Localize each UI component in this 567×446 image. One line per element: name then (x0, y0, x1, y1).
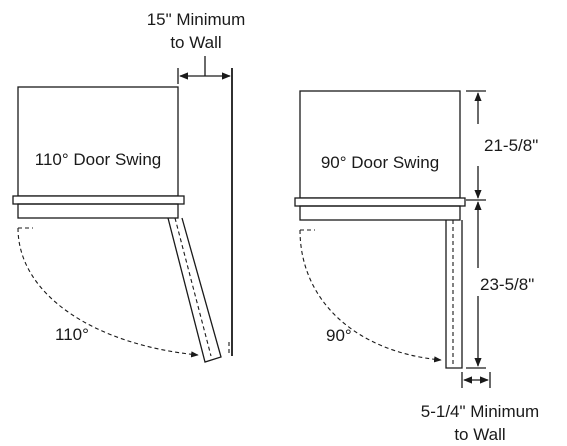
cabinet-depth-label: 21-5/8" (484, 136, 538, 155)
right-clearance-line-1: 5-1/4" Minimum (421, 402, 539, 421)
right-unit-label: 90° Door Swing (321, 153, 439, 172)
right-unit: 90° Door Swing 21-5/8" 23-5/8" 5-1/4" Mi… (294, 90, 539, 444)
right-angle-label: 90° (326, 326, 352, 345)
right-clearance-line-2: to Wall (454, 425, 505, 444)
left-door-open (167, 217, 222, 363)
left-clearance-line-2: to Wall (170, 33, 221, 52)
left-clearance-line-1: 15" Minimum (147, 10, 246, 29)
right-door-closed (299, 205, 461, 221)
right-door-trim (294, 197, 466, 207)
right-door-open (445, 220, 463, 369)
left-unit-label: 110° Door Swing (35, 150, 162, 169)
left-angle-label: 110° (55, 325, 89, 344)
left-cabinet-body (17, 86, 179, 197)
left-door-trim (12, 195, 185, 205)
right-cabinet-body (299, 90, 461, 199)
left-door-closed (17, 203, 179, 219)
left-swing-arc (17, 227, 199, 358)
left-unit: 110° Door Swing 15" Minimum to Wall 110° (12, 10, 246, 363)
door-swing-depth-label: 23-5/8" (480, 275, 534, 294)
right-swing-arc (299, 229, 442, 363)
